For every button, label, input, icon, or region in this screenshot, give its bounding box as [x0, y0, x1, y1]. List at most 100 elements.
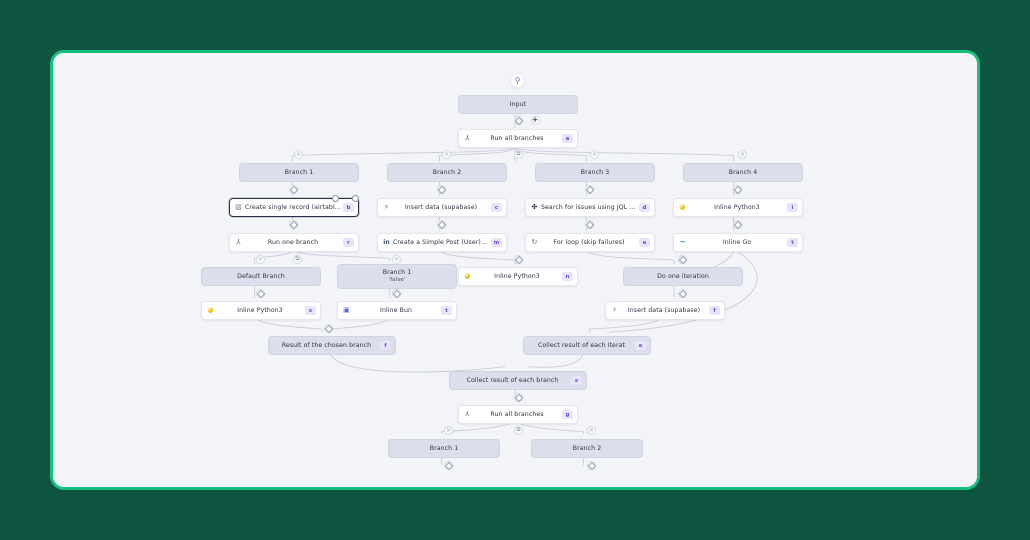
node-label: Branch 4: [728, 169, 758, 176]
workflow-edge: [514, 146, 735, 162]
edge-settings-icon[interactable]: [514, 393, 523, 402]
node-shortcut-badge[interactable]: t: [441, 306, 452, 315]
edge-settings-icon[interactable]: [678, 255, 687, 264]
workflow-node-branch4_top[interactable]: Branch 4: [683, 163, 803, 182]
delete-edge-icon[interactable]: [392, 255, 401, 264]
edge-settings-icon[interactable]: [324, 324, 333, 333]
node-label: Branch 2: [572, 445, 602, 452]
add-node-icon[interactable]: [531, 116, 540, 125]
node-shortcut-badge[interactable]: n: [562, 272, 573, 281]
workflow-node-do_one_iteration[interactable]: Do one iteration: [623, 267, 743, 286]
edge-settings-icon[interactable]: [733, 185, 742, 194]
workflow-node-jira_search[interactable]: ✤Search for issues using JQL (...d: [525, 198, 655, 217]
workflow-edge: [291, 146, 516, 162]
edge-settings-icon[interactable]: [514, 116, 523, 125]
node-shortcut-badge[interactable]: m: [491, 238, 502, 247]
workflow-node-branch2_top[interactable]: Branch 2: [387, 163, 507, 182]
workflow-node-supabase_insert2[interactable]: ⚡ Insert data (supabase) f: [605, 301, 725, 320]
edge-settings-icon[interactable]: [514, 255, 523, 264]
node-shortcut-badge[interactable]: f: [380, 341, 391, 350]
node-shortcut-badge[interactable]: e: [635, 341, 646, 350]
node-shortcut-badge[interactable]: s: [571, 376, 582, 385]
delete-edge-icon[interactable]: [256, 255, 265, 264]
node-label: Insert data (supabase): [627, 307, 701, 314]
duplicate-icon[interactable]: [514, 150, 523, 159]
workflow-node-default_branch[interactable]: Default Branch: [201, 267, 321, 286]
linkedin-icon: in: [383, 238, 390, 246]
branch-icon: ⅄: [236, 238, 241, 246]
branch-icon: ⅄: [465, 134, 470, 142]
edge-settings-icon[interactable]: [437, 220, 446, 229]
duplicate-icon[interactable]: [514, 426, 523, 435]
node-label: Input: [509, 101, 527, 108]
edge-settings-icon[interactable]: [733, 220, 742, 229]
node-shortcut-badge[interactable]: s: [305, 306, 316, 315]
supabase-icon: ⚡: [611, 306, 617, 314]
go-icon: ━: [680, 238, 685, 246]
node-label: Branch 3: [580, 169, 610, 176]
node-shortcut-badge[interactable]: t: [787, 238, 798, 247]
edge-settings-icon[interactable]: [678, 289, 687, 298]
node-shortcut-badge[interactable]: i: [787, 203, 798, 212]
node-label: Inline Python3: [237, 307, 283, 314]
node-label: Do one iteration: [657, 273, 709, 280]
node-label: Inline Bun: [380, 307, 412, 314]
delete-edge-icon[interactable]: [590, 150, 599, 159]
node-label: Inline Python3: [714, 204, 760, 211]
workflow-edge: [514, 146, 587, 162]
edge-settings-icon[interactable]: [289, 185, 298, 194]
node-label: Inline Python3: [494, 273, 540, 280]
edge-settings-icon[interactable]: [587, 461, 596, 470]
workflow-node-input[interactable]: Input: [458, 95, 578, 114]
edge-settings-icon[interactable]: [289, 220, 298, 229]
node-shortcut-badge[interactable]: a: [562, 134, 573, 143]
node-label: Branch 2: [432, 169, 462, 176]
delete-edge-icon[interactable]: [738, 150, 747, 159]
edge-settings-icon[interactable]: [437, 185, 446, 194]
edge-settings-icon[interactable]: [444, 461, 453, 470]
node-shortcut-badge[interactable]: g: [562, 410, 573, 419]
edge-settings-icon[interactable]: [585, 185, 594, 194]
edge-settings-icon[interactable]: [256, 289, 265, 298]
delete-edge-icon[interactable]: [294, 150, 303, 159]
workflow-node-airtable[interactable]: ▧Create single record (airtable)b: [229, 195, 359, 217]
node-resize-handle-left[interactable]: [332, 195, 339, 202]
workflow-node-branch1_false[interactable]: Branch 1'false': [337, 264, 457, 289]
node-shortcut-badge[interactable]: f: [709, 306, 720, 315]
delete-edge-icon[interactable]: [444, 426, 453, 435]
branch-icon: ⅄: [465, 410, 470, 418]
workflow-node-branch3_top[interactable]: Branch 3: [535, 163, 655, 182]
edge-settings-icon[interactable]: [585, 220, 594, 229]
workflow-node-branch1_bottom[interactable]: Branch 1: [388, 439, 500, 458]
node-label: Branch 1: [284, 169, 314, 176]
node-shortcut-badge[interactable]: r: [343, 238, 354, 247]
delete-edge-icon[interactable]: [587, 426, 596, 435]
duplicate-icon[interactable]: [293, 255, 302, 264]
node-shortcut-badge[interactable]: c: [491, 203, 502, 212]
jira-icon: ✤: [531, 203, 538, 211]
node-resize-handle-right[interactable]: [352, 195, 359, 202]
workflow-node-for_loop[interactable]: ↻For loop (skip failures)e: [525, 233, 655, 252]
workflow-node-supabase_insert1[interactable]: ⚡Insert data (supabase)c: [377, 198, 507, 217]
node-shortcut-badge[interactable]: e: [639, 238, 650, 247]
node-shortcut-badge[interactable]: b: [343, 203, 354, 212]
workflow-node-branch1_top[interactable]: Branch 1: [239, 163, 359, 182]
node-shortcut-badge[interactable]: d: [639, 203, 650, 212]
workflow-node-branch2_bottom[interactable]: Branch 2: [531, 439, 643, 458]
edge-settings-icon[interactable]: [392, 289, 401, 298]
delete-edge-icon[interactable]: [442, 150, 451, 159]
